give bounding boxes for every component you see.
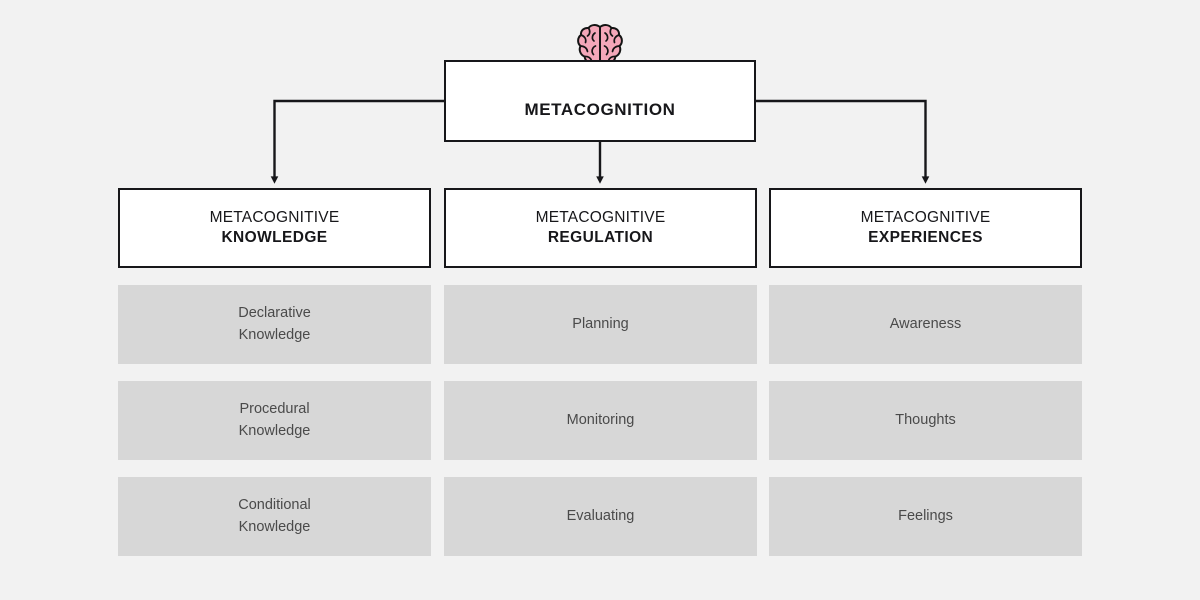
column-header-line2: KNOWLEDGE xyxy=(221,229,328,246)
item-box[interactable]: Procedural Knowledge xyxy=(118,381,431,460)
column-header-line2: REGULATION xyxy=(547,229,654,246)
column-metacognitive-regulation: METACOGNITIVE REGULATION Planning Monito… xyxy=(444,188,757,556)
column-header-line1: METACOGNITIVE xyxy=(860,208,991,226)
root-node-metacognition[interactable]: METACOGNITION xyxy=(444,60,756,142)
column-header-knowledge[interactable]: METACOGNITIVE KNOWLEDGE xyxy=(118,188,431,268)
column-header-regulation[interactable]: METACOGNITIVE REGULATION xyxy=(444,188,757,268)
item-box[interactable]: Evaluating xyxy=(444,477,757,556)
column-metacognitive-experiences: METACOGNITIVE EXPERIENCES Awareness Thou… xyxy=(769,188,1082,556)
item-box[interactable]: Monitoring xyxy=(444,381,757,460)
column-header-line2: EXPERIENCES xyxy=(868,229,983,246)
root-node-label: METACOGNITION xyxy=(524,100,676,119)
connector-right xyxy=(756,99,930,184)
item-box[interactable]: Declarative Knowledge xyxy=(118,285,431,364)
connector-left xyxy=(270,99,444,184)
item-box[interactable]: Planning xyxy=(444,285,757,364)
item-box[interactable]: Feelings xyxy=(769,477,1082,556)
column-header-line1: METACOGNITIVE xyxy=(535,208,666,226)
column-metacognitive-knowledge: METACOGNITIVE KNOWLEDGE Declarative Know… xyxy=(118,188,431,556)
item-box[interactable]: Awareness xyxy=(769,285,1082,364)
item-box[interactable]: Conditional Knowledge xyxy=(118,477,431,556)
item-box[interactable]: Thoughts xyxy=(769,381,1082,460)
column-header-line1: METACOGNITIVE xyxy=(209,208,340,226)
column-header-experiences[interactable]: METACOGNITIVE EXPERIENCES xyxy=(769,188,1082,268)
